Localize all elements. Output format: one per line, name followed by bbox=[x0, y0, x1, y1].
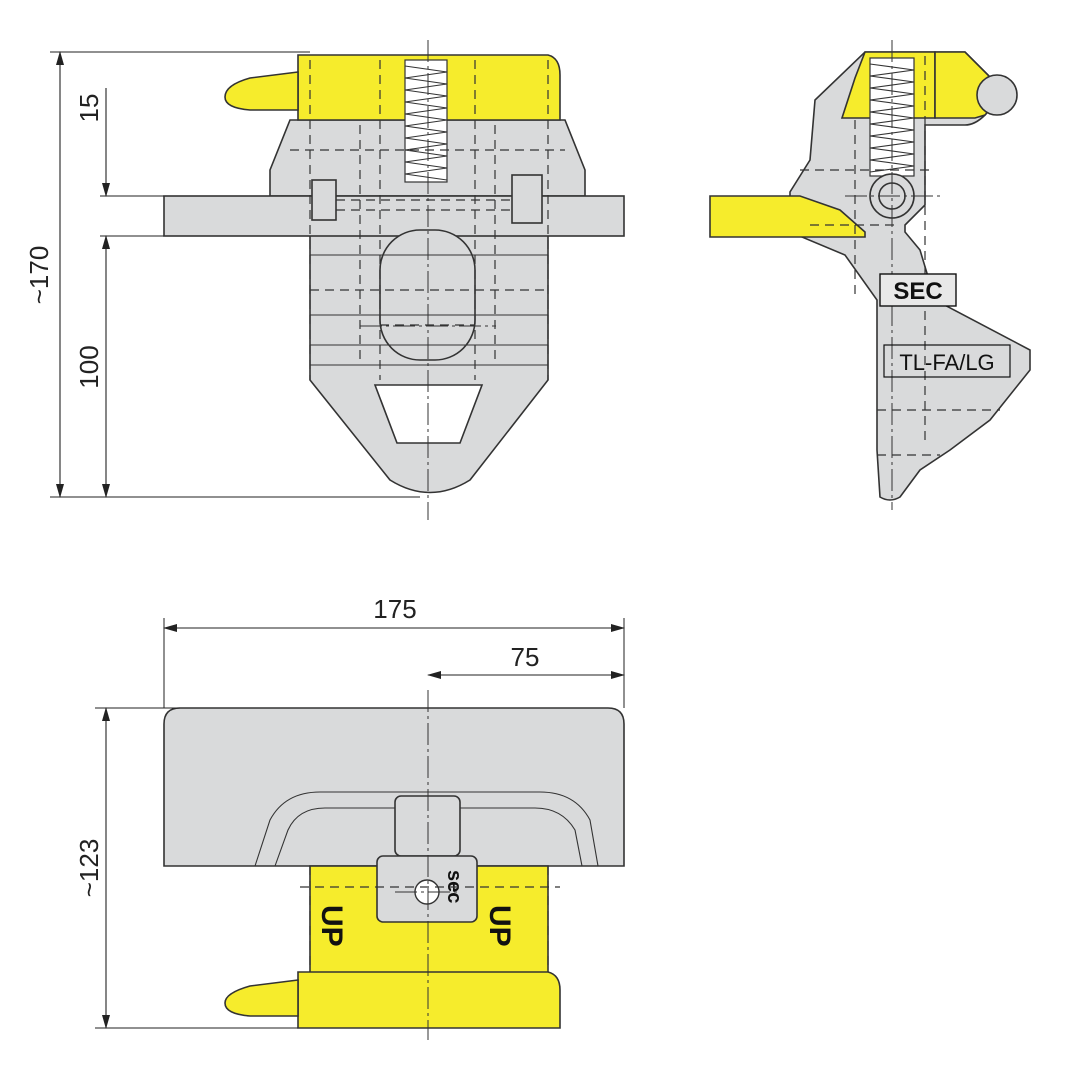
up-label-right: UP bbox=[483, 905, 516, 947]
up-label-left: UP bbox=[315, 905, 348, 947]
spring-icon bbox=[404, 59, 448, 183]
top-view: UP UP sec bbox=[163, 690, 625, 1040]
dim-overall-height: ~170 bbox=[24, 246, 54, 305]
dim-lower-height: 100 bbox=[74, 345, 104, 388]
dimension-labels: ~170 15 100 175 75 ~123 bbox=[24, 94, 539, 898]
dimension-lines bbox=[50, 51, 625, 1029]
dim-depth: ~123 bbox=[74, 839, 104, 898]
dim-half-width: 75 bbox=[511, 642, 540, 672]
brand-marking: SEC bbox=[893, 278, 942, 305]
dim-width: 175 bbox=[373, 594, 416, 624]
dim-top-offset: 15 bbox=[74, 94, 104, 123]
side-view: SEC TL-FA/LG bbox=[709, 40, 1031, 510]
front-view bbox=[163, 40, 625, 520]
model-marking: TL-FA/LG bbox=[899, 350, 994, 375]
